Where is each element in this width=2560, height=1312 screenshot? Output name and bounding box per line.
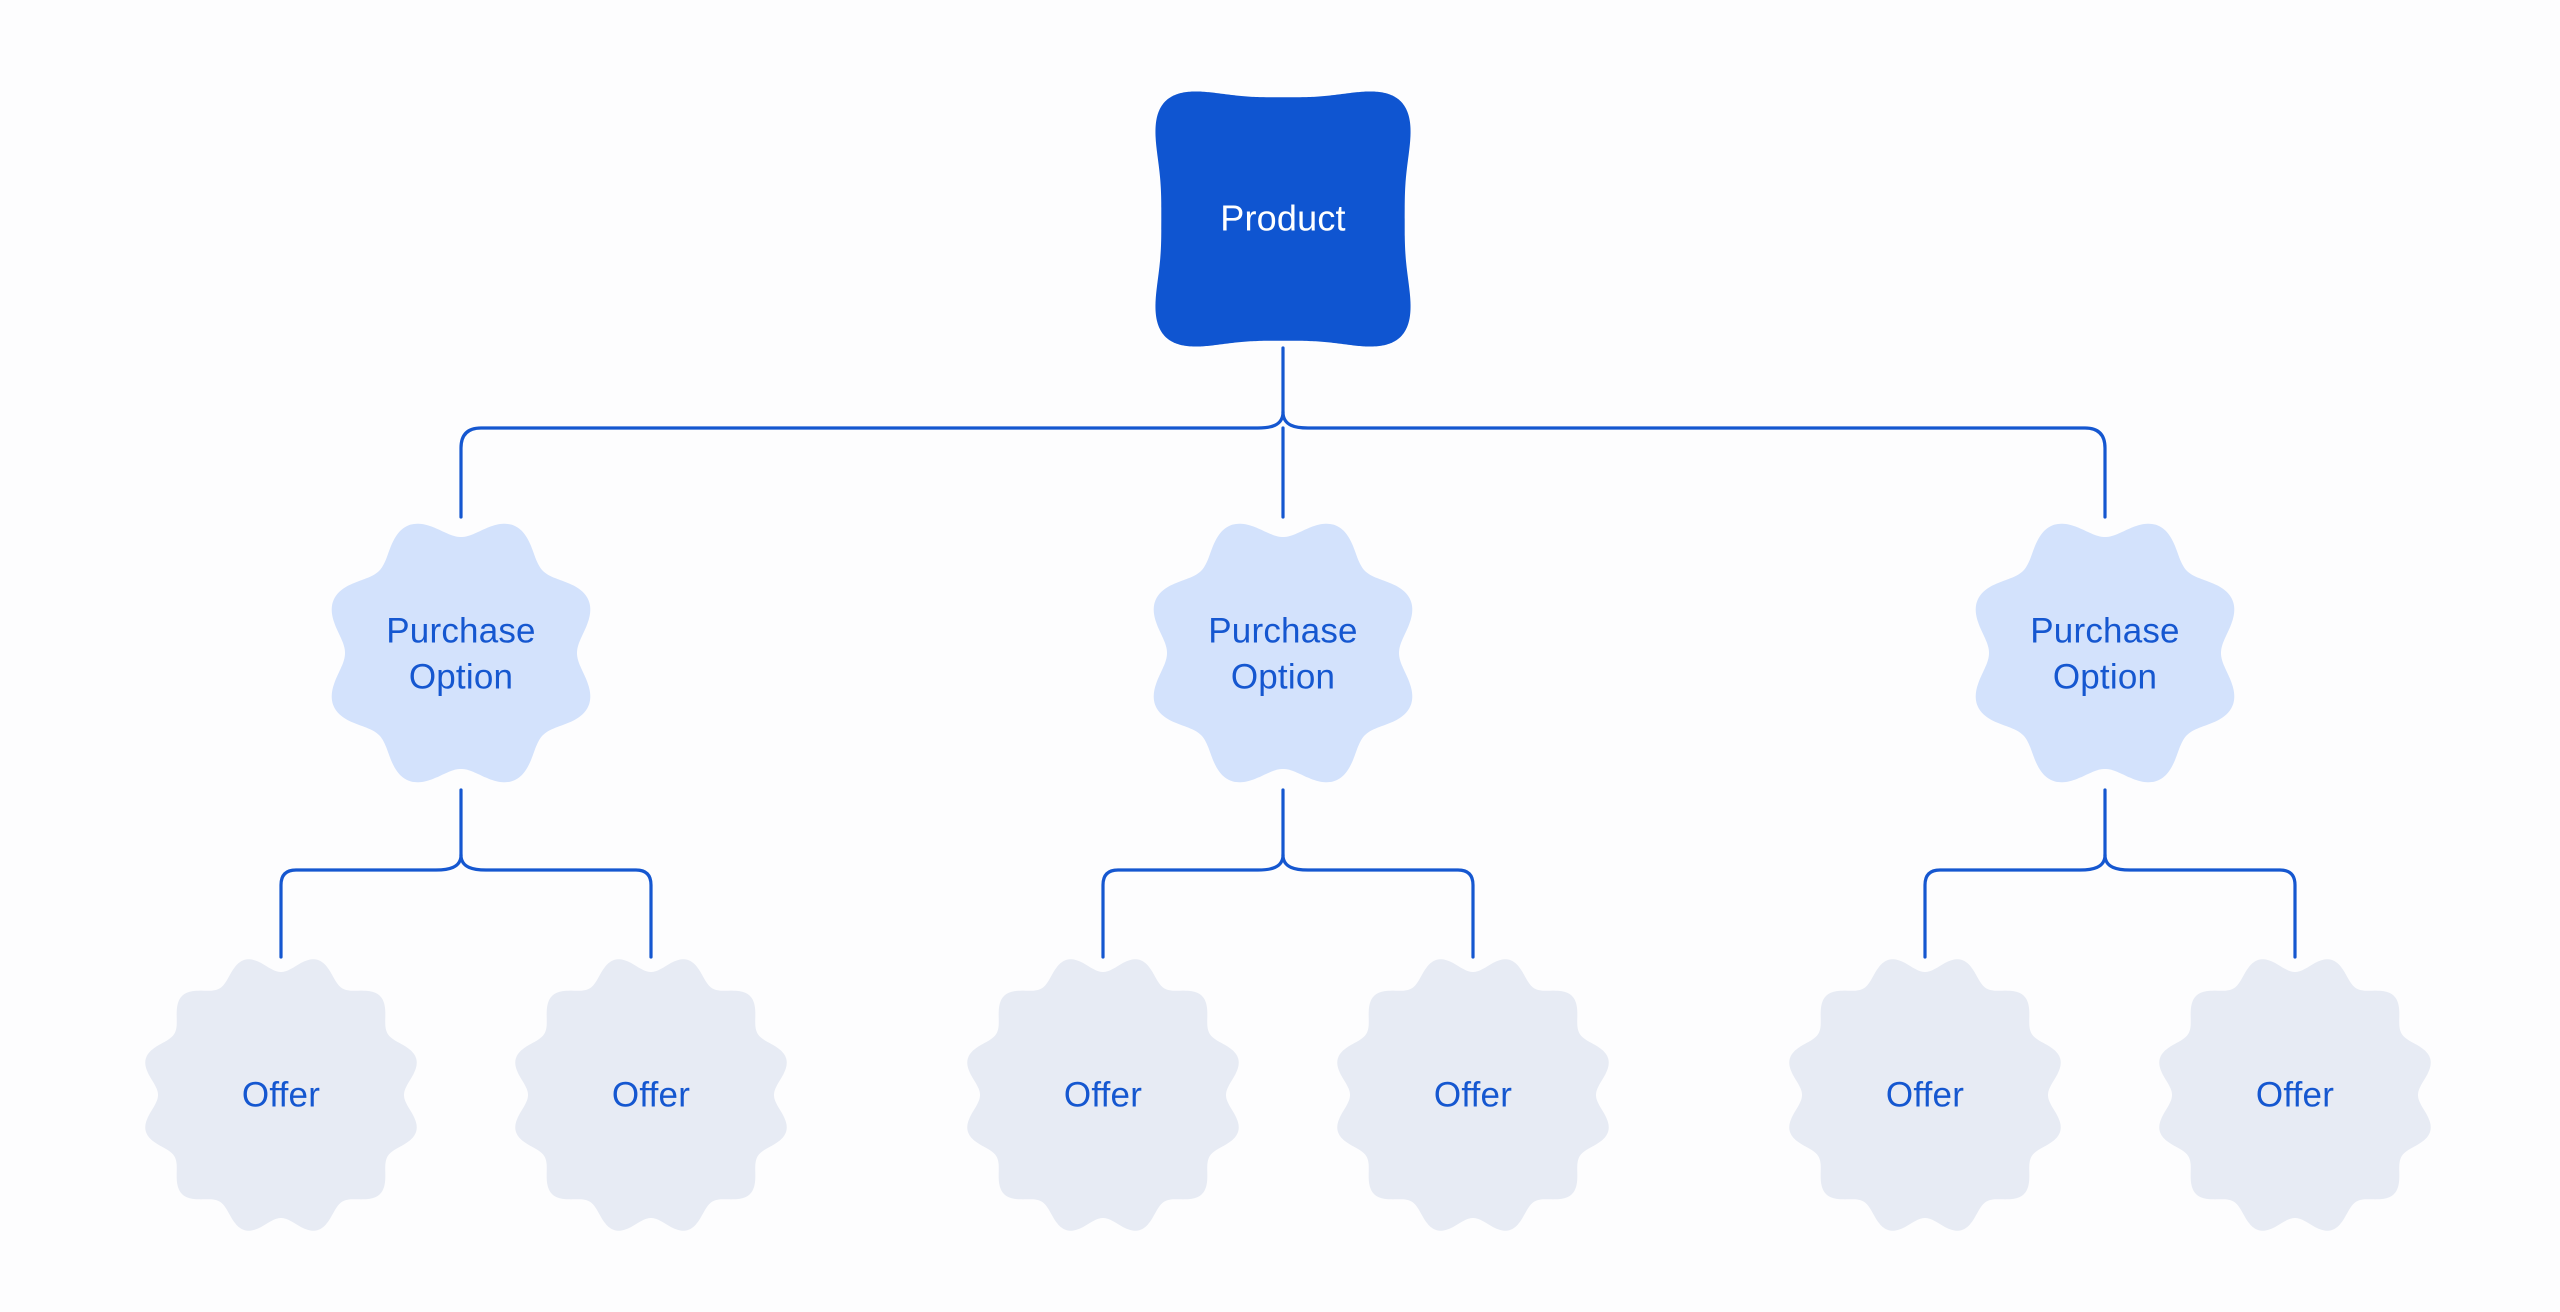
purchase-option-shape	[1975, 523, 2235, 783]
purchase-option-label-line2: Option	[2053, 657, 2157, 696]
purchase-option-node[interactable]: Purchase Option	[1975, 523, 2235, 783]
purchase-option-label-line1: Purchase	[2030, 611, 2179, 650]
connector-level1-bus-left	[459, 410, 1285, 519]
purchase-option-label-line2: Option	[1231, 657, 1335, 696]
offer-node[interactable]: Offer	[515, 959, 787, 1231]
purchase-option-label-line1: Purchase	[1208, 611, 1357, 650]
offer-shape	[1337, 959, 1609, 1231]
offer-node[interactable]: Offer	[2159, 959, 2431, 1231]
offer-node[interactable]: Offer	[145, 959, 417, 1231]
connector-branch2-bus-right	[1281, 853, 1475, 959]
offer-shape	[967, 959, 1239, 1231]
purchase-option-node[interactable]: Purchase Option	[1153, 523, 1413, 783]
offer-label: Offer	[1064, 1075, 1142, 1114]
offer-node[interactable]: Offer	[1337, 959, 1609, 1231]
purchase-option-shape	[1153, 523, 1413, 783]
offer-shape	[1789, 959, 2061, 1231]
purchase-option-nodes: Purchase Option Purchase Option Purchase…	[331, 523, 2235, 783]
purchase-option-node[interactable]: Purchase Option	[331, 523, 591, 783]
connector-group	[279, 346, 2297, 959]
offer-label: Offer	[612, 1075, 690, 1114]
offer-shape	[145, 959, 417, 1231]
connector-branch3-bus-left	[1923, 853, 2107, 959]
offer-label: Offer	[242, 1075, 320, 1114]
purchase-option-label-line2: Option	[409, 657, 513, 696]
product-shape	[1155, 91, 1411, 347]
offer-shape	[515, 959, 787, 1231]
offer-node[interactable]: Offer	[967, 959, 1239, 1231]
offer-label: Offer	[1434, 1075, 1512, 1114]
connector-level1-bus-right	[1281, 410, 2107, 519]
connector-branch3-bus-right	[2103, 853, 2297, 959]
offer-shape	[2159, 959, 2431, 1231]
offer-label: Offer	[1886, 1075, 1964, 1114]
offer-node[interactable]: Offer	[1789, 959, 2061, 1231]
offer-label: Offer	[2256, 1075, 2334, 1114]
connector-branch1-bus-right	[459, 853, 653, 959]
product-label: Product	[1220, 198, 1345, 239]
connector-branch1-bus-left	[279, 853, 463, 959]
connector-branch2-bus-left	[1101, 853, 1285, 959]
purchase-option-shape	[331, 523, 591, 783]
product-node[interactable]: Product	[1155, 91, 1411, 347]
offer-nodes: Offer Offer Offer Offer Offer Offer	[145, 959, 2431, 1231]
purchase-option-label-line1: Purchase	[386, 611, 535, 650]
